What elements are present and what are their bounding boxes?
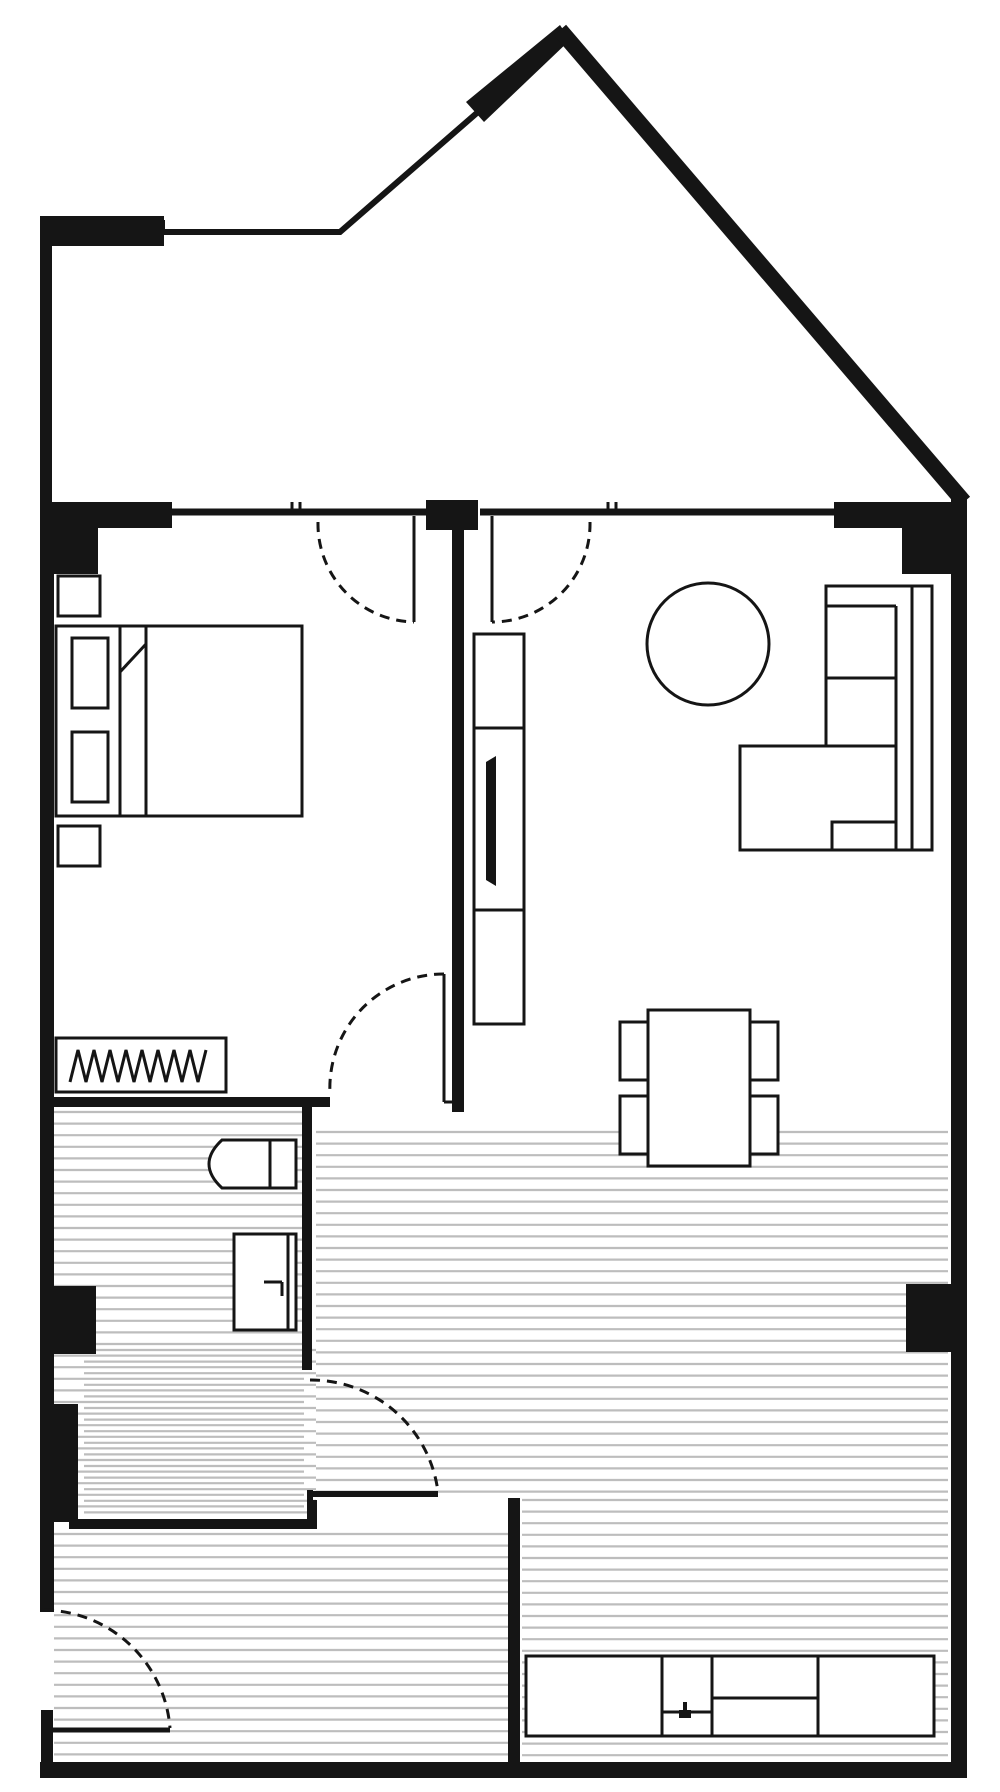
wardrobe — [54, 1036, 228, 1094]
entrance-door — [42, 1608, 172, 1733]
nightstand-bottom — [56, 824, 102, 868]
bathroom-door — [309, 1378, 440, 1493]
kitchen-counter — [524, 1654, 936, 1738]
exterior-walls — [40, 498, 967, 1778]
double-bed — [54, 624, 304, 818]
round-coffee-table — [645, 581, 771, 707]
corner-sofa — [738, 584, 934, 852]
nightstand-top — [56, 574, 102, 618]
dining-table-set — [618, 1008, 780, 1168]
interior-walls — [47, 520, 520, 1772]
bedroom-door — [328, 972, 452, 1104]
tv-unit — [472, 632, 526, 1026]
toilet — [207, 1138, 298, 1190]
balcony-sliding-doors — [172, 500, 834, 624]
balcony — [40, 24, 971, 508]
bathroom-sink — [232, 1232, 298, 1332]
